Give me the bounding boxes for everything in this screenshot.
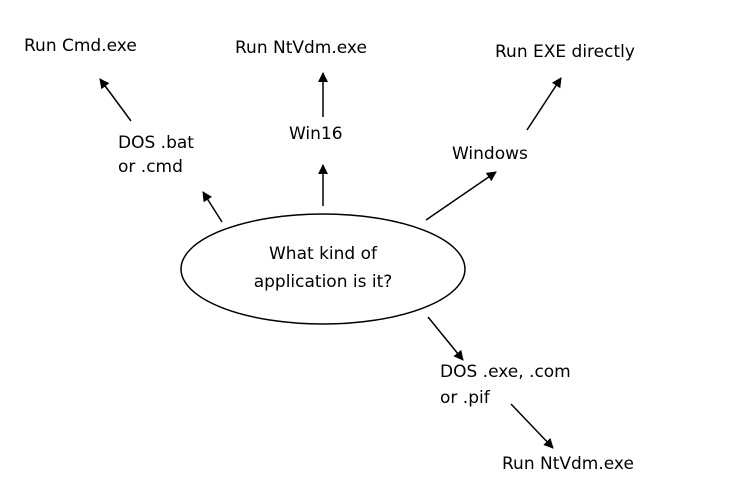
label-dos-bat-line1: DOS .bat <box>118 133 194 153</box>
arrow-to-dos-bat <box>202 191 223 223</box>
result-run-exe-directly: Run EXE directly <box>495 42 635 62</box>
center-question-line1: What kind of <box>269 244 377 264</box>
label-dos-bat-line2: or .cmd <box>118 157 183 177</box>
label-dos-exe-line1: DOS .exe, .com <box>440 362 571 382</box>
result-run-ntvdm-bottom: Run NtVdm.exe <box>502 454 634 474</box>
center-question-line2: application is it? <box>253 272 393 292</box>
center-ellipse <box>180 213 466 325</box>
arrow-to-windows <box>425 171 497 221</box>
label-windows: Windows <box>452 144 528 164</box>
label-win16: Win16 <box>289 124 343 144</box>
label-dos-exe-line2: or .pif <box>440 388 490 408</box>
center-question: What kind of application is it? <box>183 240 463 296</box>
arrow-to-run-exe-directly <box>526 77 562 131</box>
arrow-to-run-ntvdm-bottom <box>510 403 554 449</box>
result-run-cmd: Run Cmd.exe <box>24 36 137 56</box>
arrow-to-dos-exe <box>427 316 464 361</box>
arrow-to-run-cmd <box>99 78 132 122</box>
result-run-ntvdm-top: Run NtVdm.exe <box>235 38 367 58</box>
